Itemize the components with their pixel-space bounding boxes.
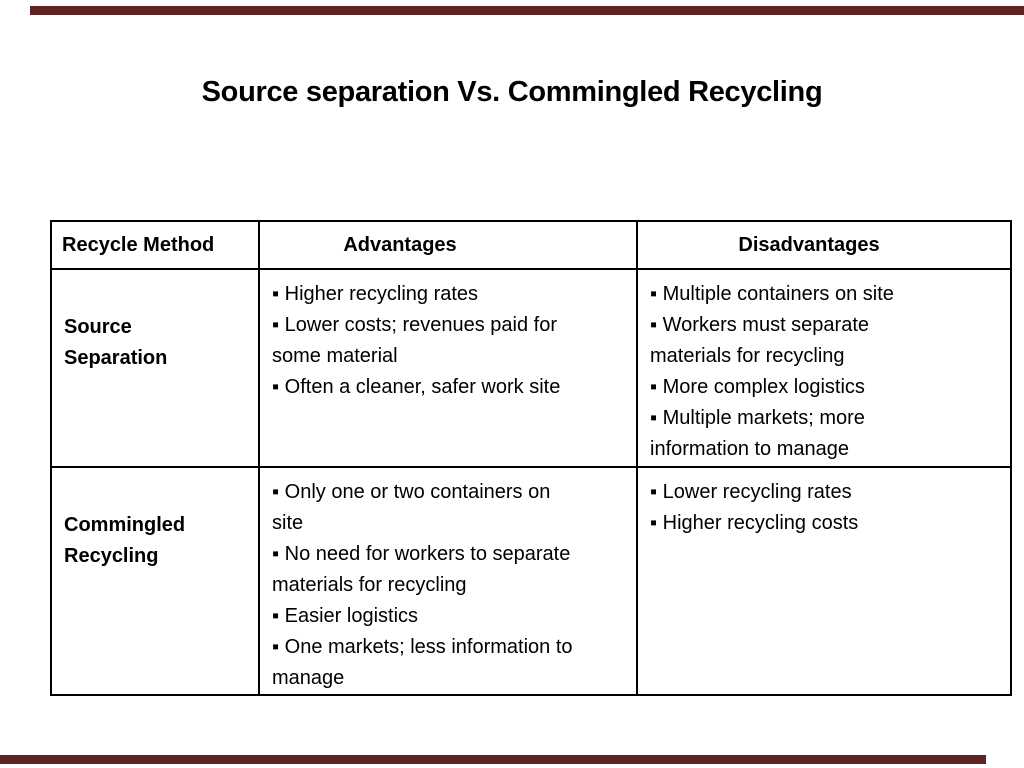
advantages-cell-commingled-recycling: ▪ Only one or two containers on site ▪ No… [258,466,638,696]
disadvantages-cell-commingled-recycling: ▪ Lower recycling rates ▪ Higher recyclin… [636,466,1012,696]
bottom-accent-bar [0,755,986,764]
bullet-item: ▪ Easier logistics [272,605,419,627]
bullet-item: ▪ No need for workers to separate materi… [272,543,571,596]
header-recycle-method: Recycle Method [50,220,260,270]
method-cell-commingled-recycling: Commingled Recycling [50,466,260,696]
bullet-item: ▪ Higher recycling rates [272,283,479,305]
top-accent-bar [30,6,1024,15]
table-row-source-separation: Source Separation ▪ Higher recycling rat… [50,268,1012,468]
disadvantages-cell-source-separation: ▪ Multiple containers on site ▪ Workers m… [636,268,1012,468]
bullet-item: ▪ Multiple containers on site [650,283,894,305]
bullet-item: ▪ Lower costs; revenues paid for some ma… [272,314,558,367]
header-advantages: Advantages [258,220,638,270]
comparison-table: Recycle Method Advantages Disadvantages … [50,220,1012,696]
bullet-item: ▪ Only one or two containers on site [272,481,551,534]
header-disadvantages: Disadvantages [636,220,1012,270]
bullet-item: ▪ Higher recycling costs [650,512,859,534]
bullet-item: ▪ Lower recycling rates [650,481,852,503]
bullet-item: ▪ Multiple markets; more information to … [650,407,865,460]
method-cell-source-separation: Source Separation [50,268,260,468]
bullet-item: ▪ One markets; less information to manag… [272,636,573,689]
bullet-item: ▪ Often a cleaner, safer work site [272,376,561,398]
table-header-row: Recycle Method Advantages Disadvantages [50,220,1012,270]
bullet-item: ▪ Workers must separate materials for re… [650,314,870,367]
advantages-cell-source-separation: ▪ Higher recycling rates ▪ Lower costs; r… [258,268,638,468]
bullet-item: ▪ More complex logistics [650,376,865,398]
table-row-commingled-recycling: Commingled Recycling ▪ Only one or two c… [50,466,1012,696]
slide-title: Source separation Vs. Commingled Recycli… [201,76,823,108]
